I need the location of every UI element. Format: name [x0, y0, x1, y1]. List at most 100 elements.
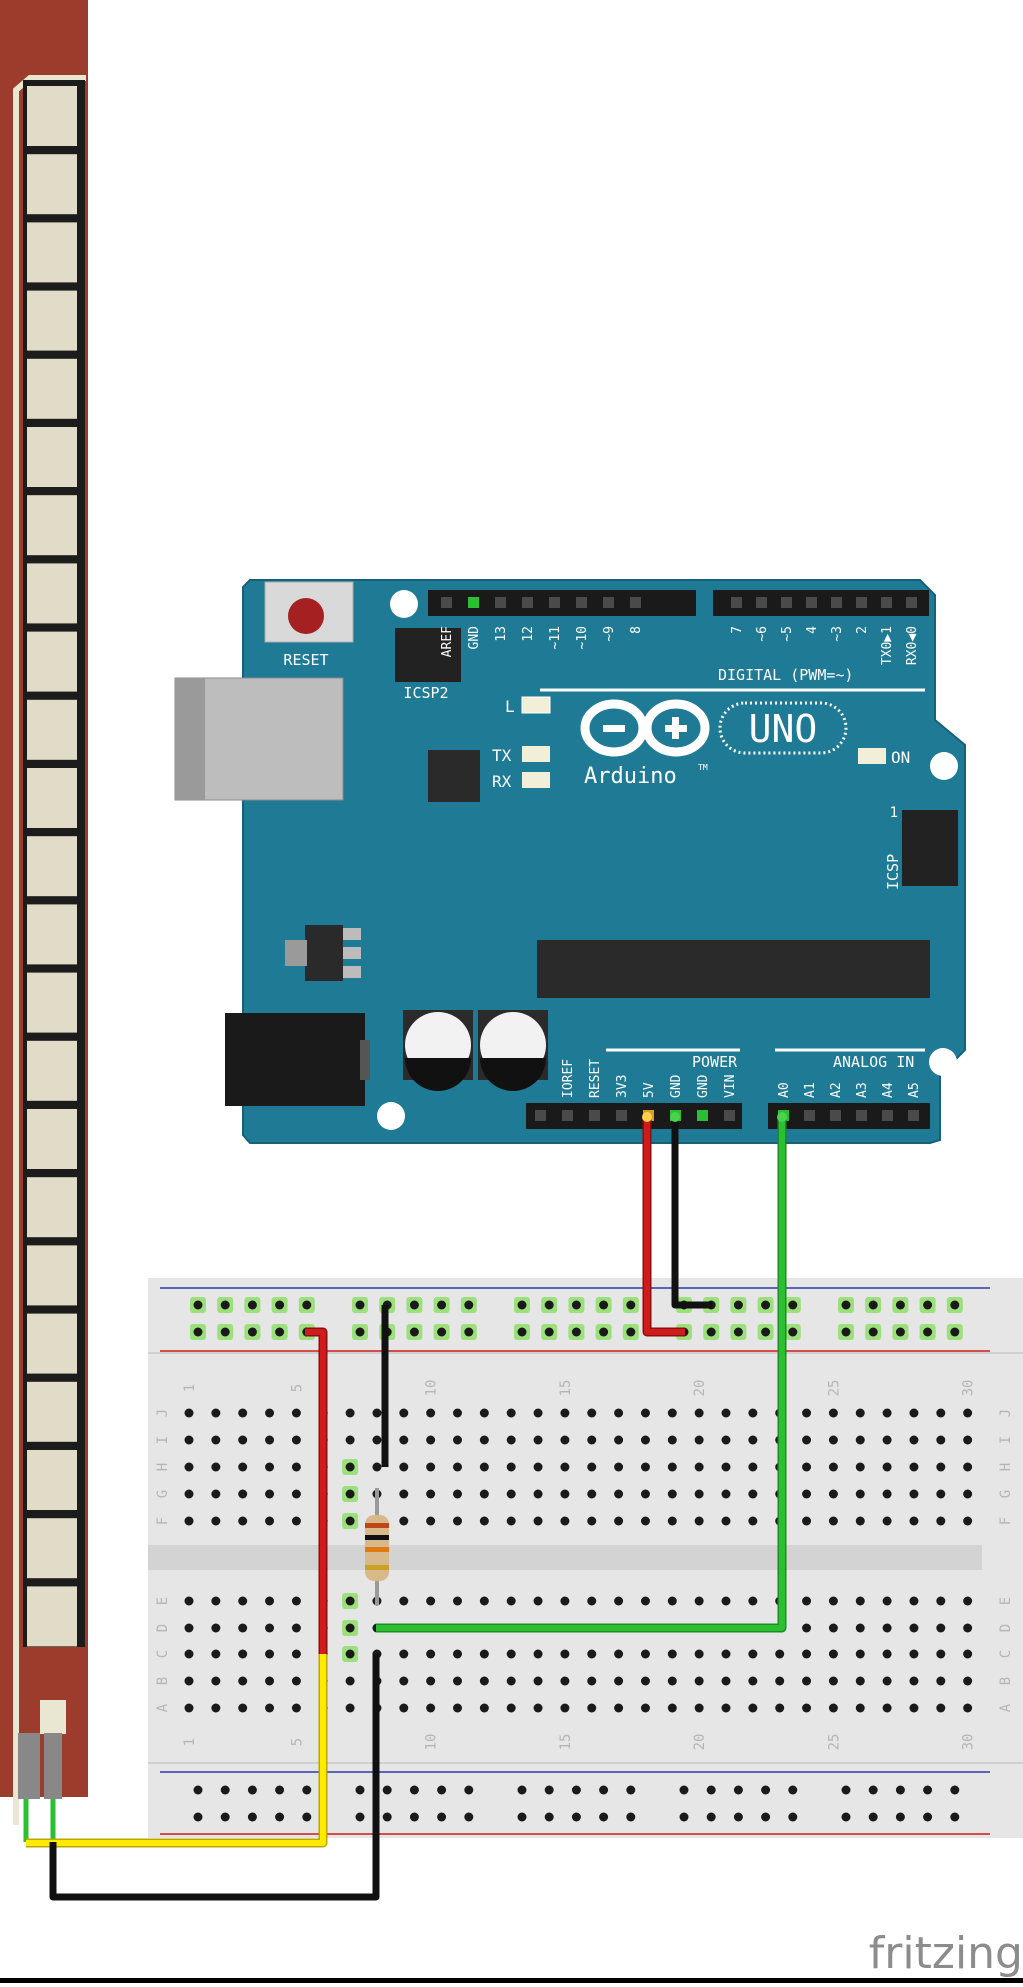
breadboard-hole — [587, 1489, 597, 1499]
breadboard-hole — [238, 1435, 248, 1445]
voltage-regulator — [305, 925, 343, 981]
breadboard-hole — [506, 1408, 516, 1418]
pin-hole — [856, 1110, 867, 1121]
breadboard-hole — [409, 1300, 419, 1310]
icsp2-header — [395, 628, 461, 682]
breadboard-hole — [936, 1435, 946, 1445]
breadboard-hole — [437, 1785, 447, 1795]
breadboard-hole — [802, 1408, 812, 1418]
breadboard-hole — [950, 1327, 960, 1337]
breadboard-hole — [517, 1812, 527, 1822]
pin-hole — [908, 1110, 919, 1121]
breadboard-hole — [345, 1408, 355, 1418]
pin-label: A5 — [907, 1082, 922, 1098]
breadboard-hole — [247, 1300, 257, 1310]
breadboard-hole — [426, 1703, 436, 1713]
breadboard-hole — [828, 1462, 838, 1472]
breadboard-hole — [291, 1435, 301, 1445]
pin-label: 13 — [494, 626, 509, 642]
pin-hole — [731, 597, 742, 608]
breadboard-hole — [748, 1649, 758, 1659]
row-letter: C — [155, 1650, 171, 1658]
arduino-tm: TM — [698, 763, 708, 772]
pin-label: 2 — [855, 626, 870, 634]
flex-sensor-segment — [27, 836, 77, 897]
breadboard-hole — [382, 1812, 392, 1822]
breadboard-hole — [265, 1676, 275, 1686]
led-l-label: L — [505, 697, 515, 716]
breadboard-hole — [184, 1703, 194, 1713]
breadboard-hole — [667, 1703, 677, 1713]
breadboard-hole — [479, 1703, 489, 1713]
breadboard-hole — [855, 1435, 865, 1445]
breadboard-hole — [302, 1812, 312, 1822]
breadboard-hole — [679, 1812, 689, 1822]
breadboard-hole — [533, 1462, 543, 1472]
pin-hole — [856, 597, 867, 608]
breadboard-hole — [560, 1408, 570, 1418]
breadboard-hole — [479, 1596, 489, 1606]
resistor — [365, 1488, 389, 1605]
breadboard-hole — [291, 1408, 301, 1418]
breadboard-hole — [640, 1435, 650, 1445]
breadboard-hole — [426, 1489, 436, 1499]
breadboard-hole — [560, 1649, 570, 1659]
pin-label: RESET — [588, 1059, 603, 1098]
breadboard-hole — [265, 1596, 275, 1606]
breadboard-hole — [599, 1812, 609, 1822]
flex-sensor-segment — [27, 290, 77, 351]
breadboard-hole — [533, 1489, 543, 1499]
flex-sensor-segment — [27, 1381, 77, 1442]
column-number: 15 — [558, 1380, 574, 1397]
breadboard-hole — [614, 1462, 624, 1472]
row-letter: J — [155, 1409, 171, 1417]
breadboard-hole — [399, 1703, 409, 1713]
breadboard-hole — [895, 1327, 905, 1337]
breadboard-hole — [882, 1623, 892, 1633]
breadboard-hole — [936, 1623, 946, 1633]
breadboard-hole — [721, 1489, 731, 1499]
breadboard-hole — [882, 1435, 892, 1445]
breadboard-hole — [437, 1327, 447, 1337]
breadboard-hole — [220, 1812, 230, 1822]
breadboard-hole — [479, 1649, 489, 1659]
power-header — [526, 1103, 742, 1129]
breadboard-hole — [464, 1327, 474, 1337]
breadboard-hole — [587, 1596, 597, 1606]
breadboard-hole — [950, 1785, 960, 1795]
breadboard-hole — [533, 1596, 543, 1606]
breadboard-hole — [667, 1435, 677, 1445]
atmega-chip — [537, 940, 930, 998]
reset-label: RESET — [283, 651, 328, 669]
breadboard-hole — [291, 1489, 301, 1499]
breadboard-hole — [399, 1408, 409, 1418]
breadboard-hole — [426, 1408, 436, 1418]
breadboard-hole — [802, 1623, 812, 1633]
breadboard-hole — [211, 1516, 221, 1526]
flex-sensor-segment — [27, 1177, 77, 1238]
breadboard-hole — [909, 1489, 919, 1499]
pin-hole — [549, 597, 560, 608]
uno-badge — [718, 701, 848, 755]
breadboard-hole — [706, 1812, 716, 1822]
breadboard-hole — [802, 1489, 812, 1499]
breadboard-hole — [963, 1489, 973, 1499]
breadboard-hole — [802, 1596, 812, 1606]
wire-5v-core — [644, 1117, 685, 1335]
breadboard-hole — [936, 1596, 946, 1606]
flex-sensor-segment — [27, 358, 77, 419]
pin-hole — [589, 1110, 600, 1121]
breadboard-hole — [506, 1435, 516, 1445]
reset-button[interactable] — [288, 598, 324, 634]
breadboard-hole — [453, 1435, 462, 1445]
flex-sensor-segment — [27, 904, 77, 965]
wire-a0-core — [376, 1117, 785, 1631]
breadboard-hole — [599, 1300, 609, 1310]
breadboard-hole — [721, 1596, 731, 1606]
column-number: 1 — [182, 1384, 198, 1392]
breadboard-hole — [211, 1649, 221, 1659]
pin-label: ~5 — [780, 626, 795, 642]
pin-hole — [806, 597, 817, 608]
breadboard-hole — [345, 1435, 355, 1445]
analog-label: ANALOG IN — [833, 1053, 914, 1071]
